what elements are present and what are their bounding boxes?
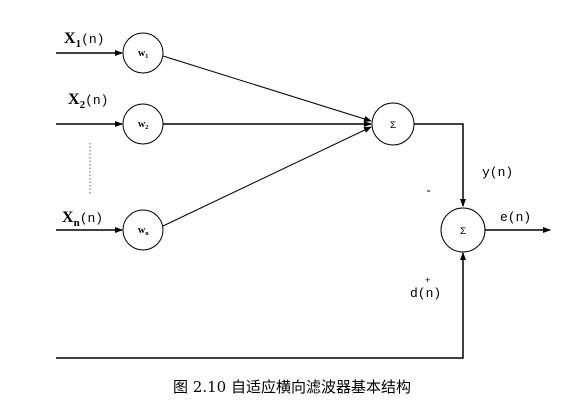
desired-path <box>56 252 466 359</box>
plus-sign: + <box>425 276 430 286</box>
summer-top-symbol: Σ <box>390 121 396 132</box>
weight-label-2: w2 <box>138 119 148 131</box>
weight-to-sum-line-1 <box>162 55 372 122</box>
input-label-n: Xn(n) <box>62 209 103 229</box>
weight-label-n: wn <box>138 225 149 237</box>
error-label: e(n) <box>500 210 531 225</box>
weight-to-sum-line-n <box>162 126 372 227</box>
input-label-1: X1(n) <box>64 30 104 50</box>
desired-label: d(n) <box>410 286 441 301</box>
weight-label-1: w1 <box>138 48 148 60</box>
minus-sign: - <box>425 184 432 198</box>
output-path <box>414 123 466 207</box>
output-label: y(n) <box>482 165 513 180</box>
weight-node-n <box>122 209 164 251</box>
figure-caption: 图 2.10 自适应横向滤波器基本结构 <box>173 378 411 396</box>
weight-node-1 <box>122 32 164 74</box>
input-label-2: X2(n) <box>68 91 108 111</box>
summer-bottom-symbol: Σ <box>460 227 466 238</box>
